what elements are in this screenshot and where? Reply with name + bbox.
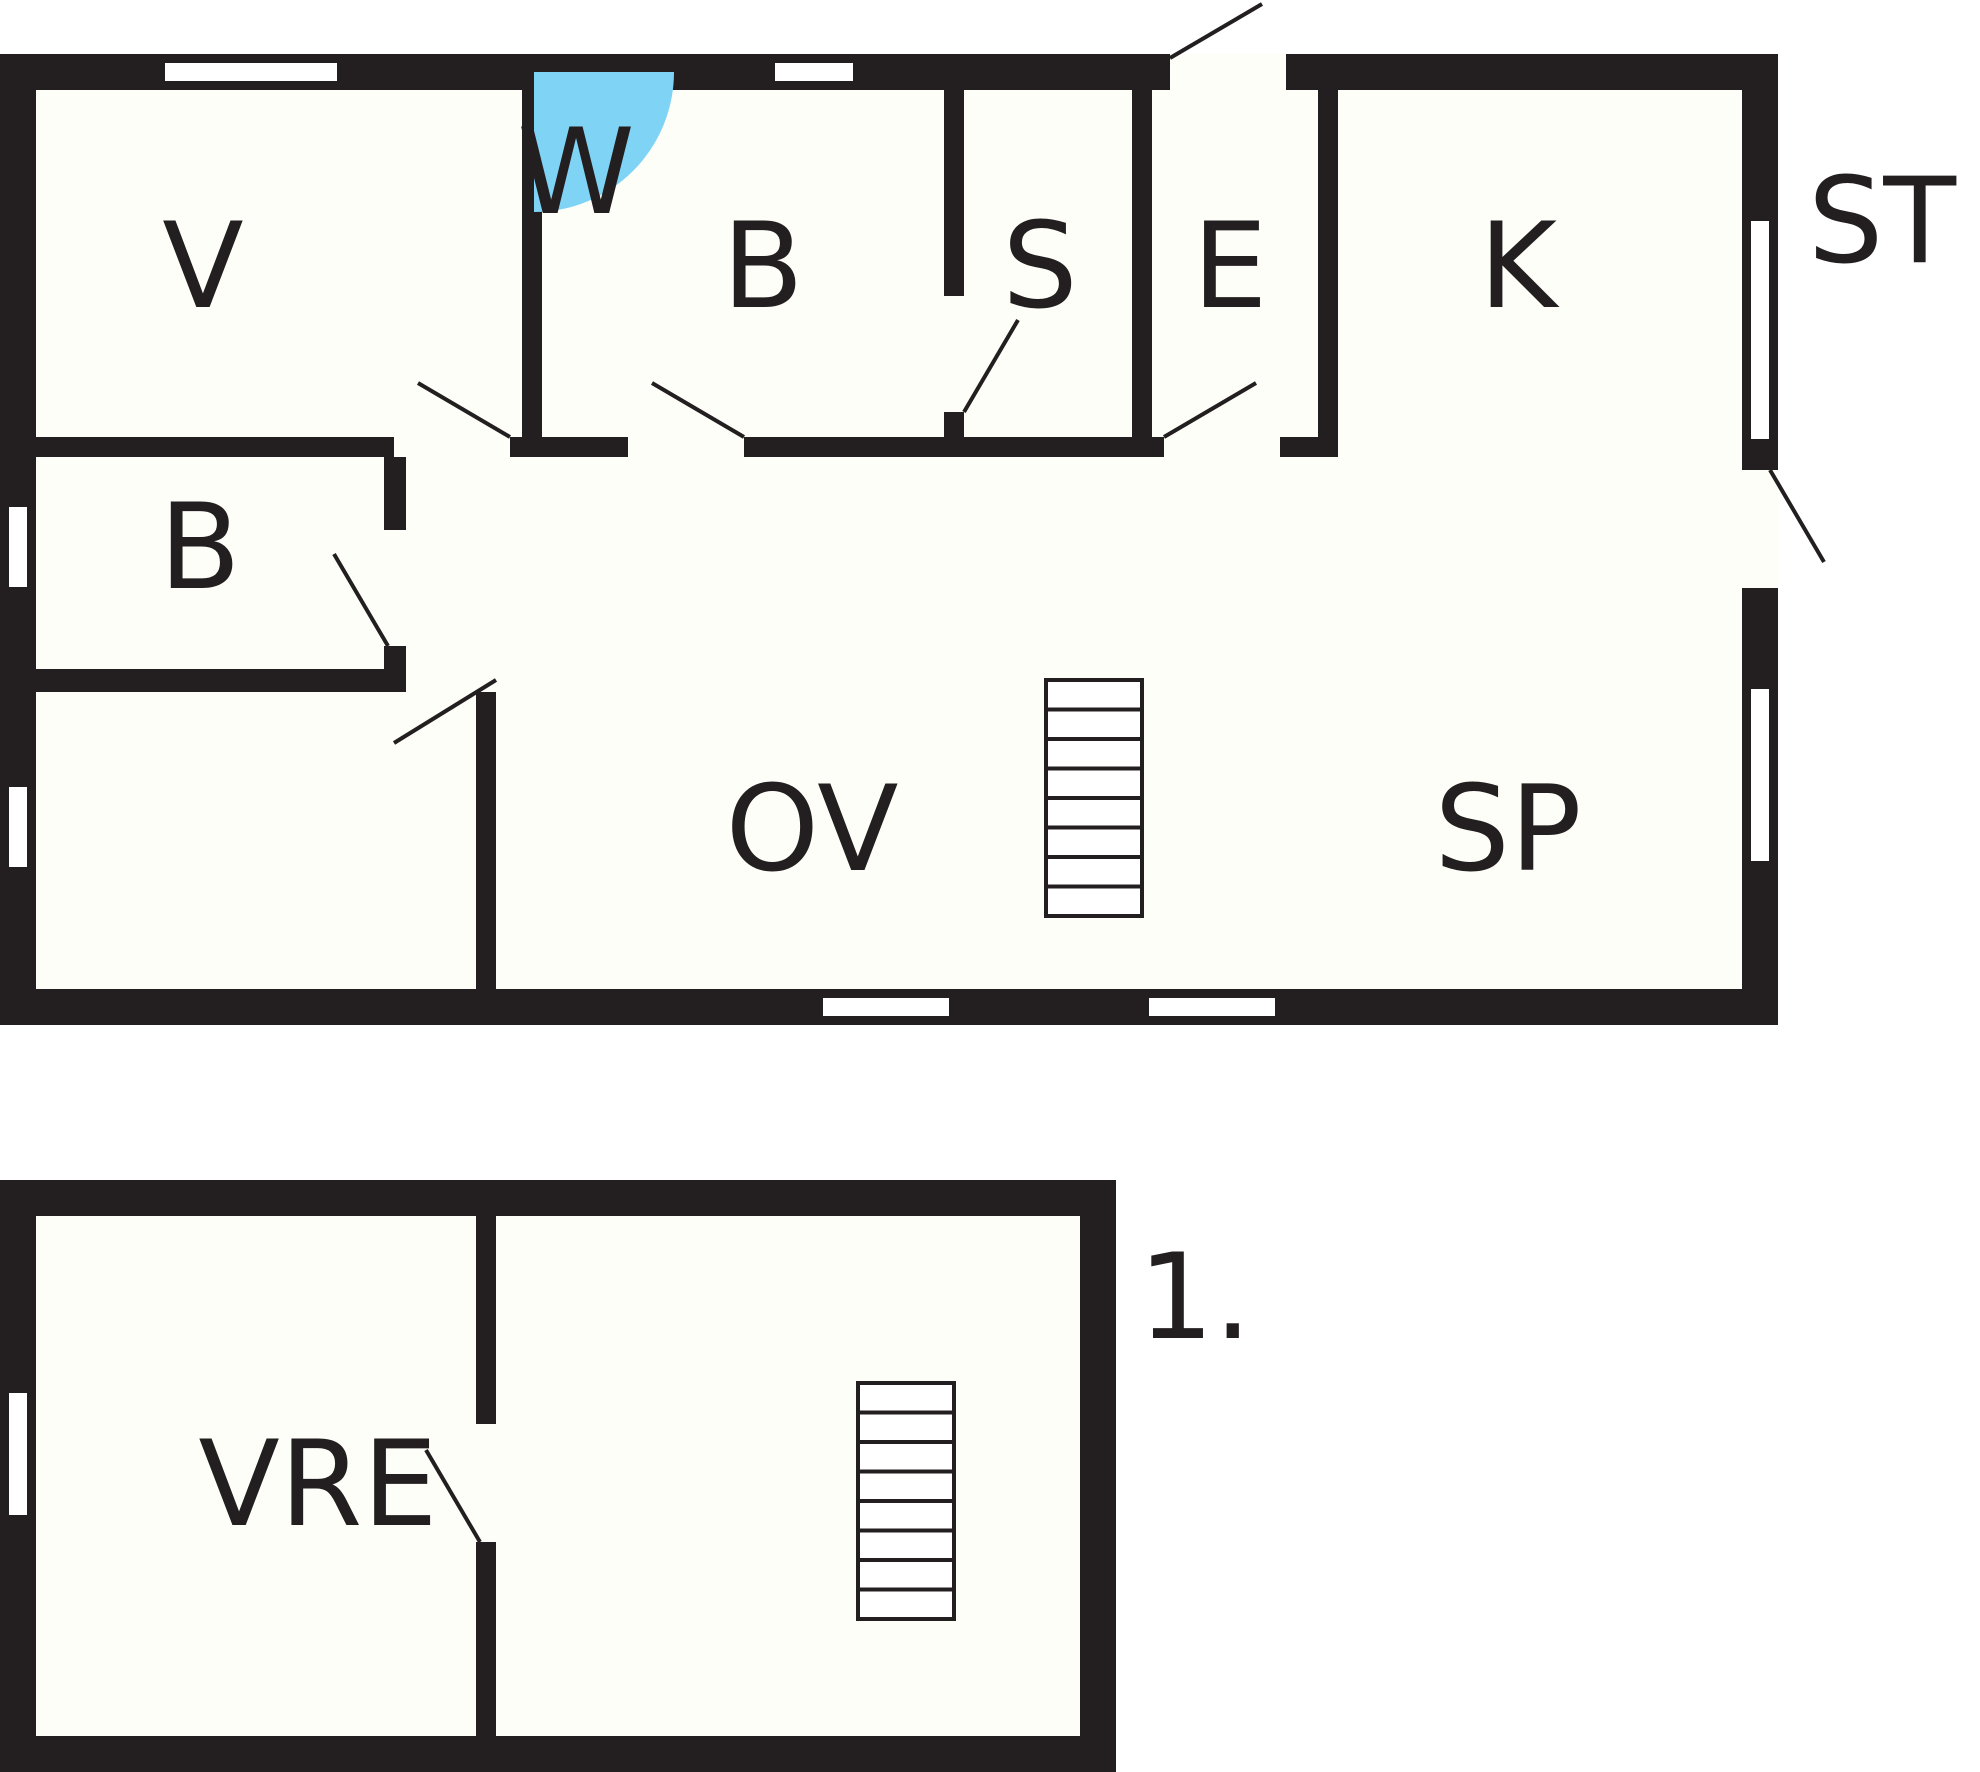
room-label-b-left: B <box>159 479 241 617</box>
room-e-floor <box>1152 90 1318 437</box>
window <box>7 785 29 869</box>
room-label-s: S <box>1002 198 1078 336</box>
room-label-e: E <box>1192 198 1267 336</box>
room-label-v: V <box>162 198 243 336</box>
floor-level-label: 1. <box>1138 1229 1252 1367</box>
room-label-w: W <box>517 104 635 242</box>
door-swings <box>332 2 1826 745</box>
window <box>1749 687 1771 863</box>
door-opening-v <box>394 437 510 457</box>
door-opening-b-left <box>384 530 406 646</box>
room-k-ov-sp-floor <box>406 90 1742 989</box>
door-opening-e <box>1164 437 1280 457</box>
window <box>1147 996 1277 1018</box>
window <box>821 996 951 1018</box>
staircase <box>856 1381 956 1621</box>
room-label-b-top: B <box>722 198 804 336</box>
room-label-sp: SP <box>1434 761 1581 899</box>
window <box>1749 219 1771 441</box>
room-upper-right-floor <box>496 1216 1080 1736</box>
door-opening-b-top <box>628 437 744 457</box>
room-s-floor <box>964 90 1132 437</box>
door-swing <box>424 1448 482 1544</box>
upper-floor: VRE 1. <box>0 1180 1252 1772</box>
window <box>773 61 855 83</box>
room-label-ov: OV <box>726 761 899 899</box>
wet-area <box>534 72 674 212</box>
ground-floor: V W B S E K B OV SP ST <box>0 2 1958 1025</box>
window <box>163 61 339 83</box>
room-label-k: K <box>1479 198 1560 336</box>
door-opening-s <box>944 296 964 412</box>
room-label-vre: VRE <box>198 1416 437 1554</box>
room-vre-floor <box>36 1216 476 1736</box>
window <box>7 1391 29 1517</box>
room-v-floor <box>36 90 522 437</box>
door-opening-vre <box>476 1424 496 1542</box>
staircase <box>1044 678 1144 918</box>
window <box>7 505 29 589</box>
door-opening-front-entry <box>1170 54 1286 90</box>
door-opening-bottom-left <box>406 669 496 692</box>
room-bottom-left-floor <box>36 692 476 989</box>
terrace-label: ST <box>1808 153 1958 291</box>
door-opening-terrace <box>1742 470 1778 588</box>
room-b-left-floor <box>36 457 384 669</box>
